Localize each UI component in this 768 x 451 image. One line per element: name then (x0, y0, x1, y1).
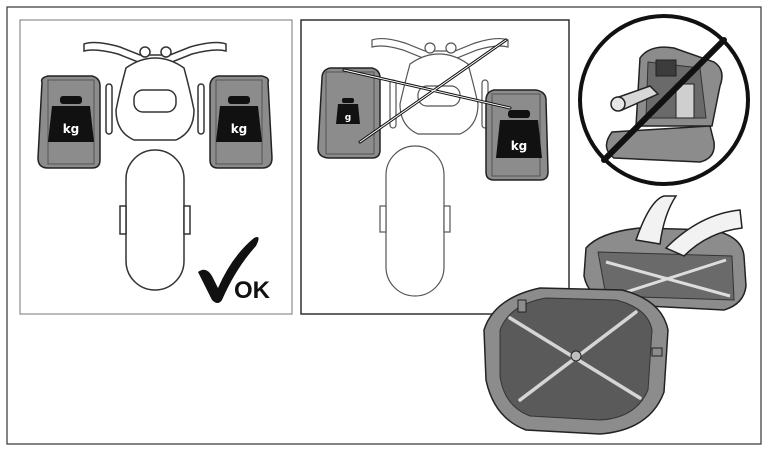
motorcycle-top-view (83, 41, 227, 291)
small-weight-label: g (345, 113, 351, 123)
open-case-illustration (483, 195, 747, 435)
large-weight: kg (496, 110, 542, 158)
ok-label: OK (234, 277, 271, 304)
large-weight-label: kg (511, 139, 528, 153)
checkmark-icon (198, 237, 259, 303)
prohibited-slash (601, 37, 727, 163)
left-weight: kg (48, 96, 94, 142)
right-weight-label: kg (231, 122, 248, 136)
right-weight: kg (216, 96, 262, 142)
prohibited-item-detail (578, 14, 750, 186)
panel-incorrect-loading: g kg (300, 19, 570, 315)
cross-out-highlight (343, 39, 511, 143)
panel-correct-loading: kg kg OK (19, 19, 293, 315)
small-weight: g (336, 98, 360, 124)
left-weight-label: kg (63, 122, 80, 136)
